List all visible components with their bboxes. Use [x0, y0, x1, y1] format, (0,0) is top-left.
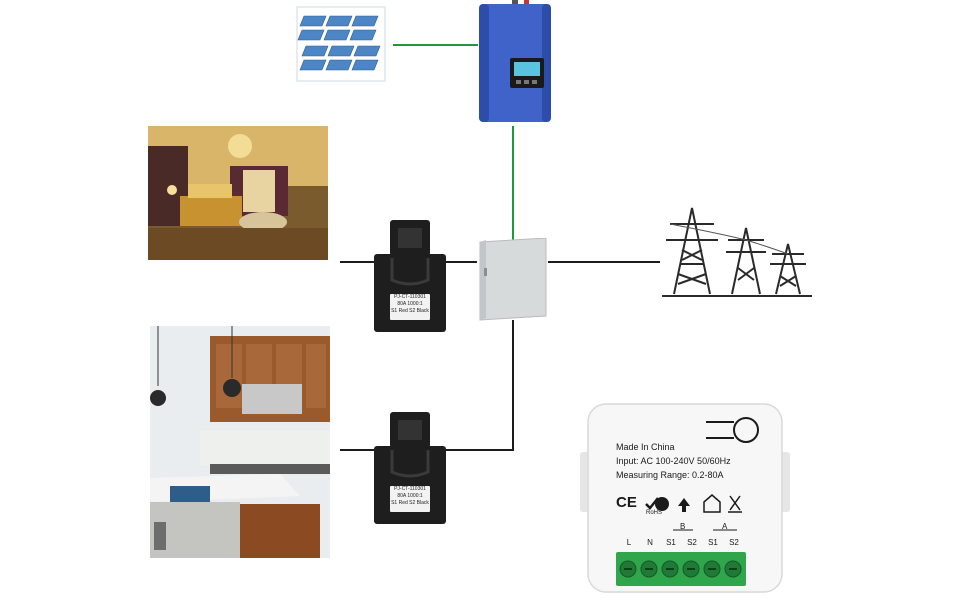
clamp-label-line1: PJ-CT-110301 — [394, 294, 426, 300]
terminal-group-b: B — [680, 522, 686, 531]
power-pylon-icon — [662, 207, 812, 297]
clamp-label-line2: 80A 1000:1 — [397, 301, 423, 307]
terminal-label: S1 — [666, 538, 676, 547]
clamp-label-line1: PJ-CT-110301 — [394, 486, 426, 492]
terminal-label: L — [626, 538, 632, 547]
grid-tie-inverter-icon — [479, 0, 551, 122]
terminal-group-a: A — [722, 522, 728, 531]
energy-meter-icon: Made In China Input: AC 100-240V 50/60Hz… — [580, 402, 790, 596]
clamp-label-line2: 80A 1000:1 — [397, 493, 423, 499]
meter-origin-text: Made In China — [616, 442, 675, 452]
terminal-label: S2 — [729, 538, 739, 547]
meter-input-text: Input: AC 100-240V 50/60Hz — [616, 456, 731, 466]
current-clamp-icon: PJ-CT-110301 80A 1000:1 S1 Red S2 Black — [370, 218, 450, 333]
clamp-label-line3: S1 Red S2 Black — [391, 500, 429, 506]
solar-panel-icon — [296, 6, 386, 82]
terminal-label: N — [647, 538, 653, 547]
current-clamp-icon: PJ-CT-110301 80A 1000:1 S1 Red S2 Black — [370, 410, 450, 525]
clamp-label: PJ-CT-110301 80A 1000:1 S1 Red S2 Black — [390, 294, 430, 320]
bedroom-photo — [148, 126, 328, 260]
rohs-mark: RoHS — [646, 510, 663, 516]
ce-mark: CE — [616, 494, 637, 511]
kitchen-photo — [150, 326, 330, 558]
clamp-label-line3: S1 Red S2 Black — [391, 308, 429, 314]
terminal-label: S1 — [708, 538, 718, 547]
distribution-box-icon — [479, 238, 547, 321]
terminal-label: S2 — [687, 538, 697, 547]
clamp-label: PJ-CT-110301 80A 1000:1 S1 Red S2 Black — [390, 486, 430, 512]
meter-range-text: Measuring Range: 0.2-80A — [616, 470, 724, 480]
